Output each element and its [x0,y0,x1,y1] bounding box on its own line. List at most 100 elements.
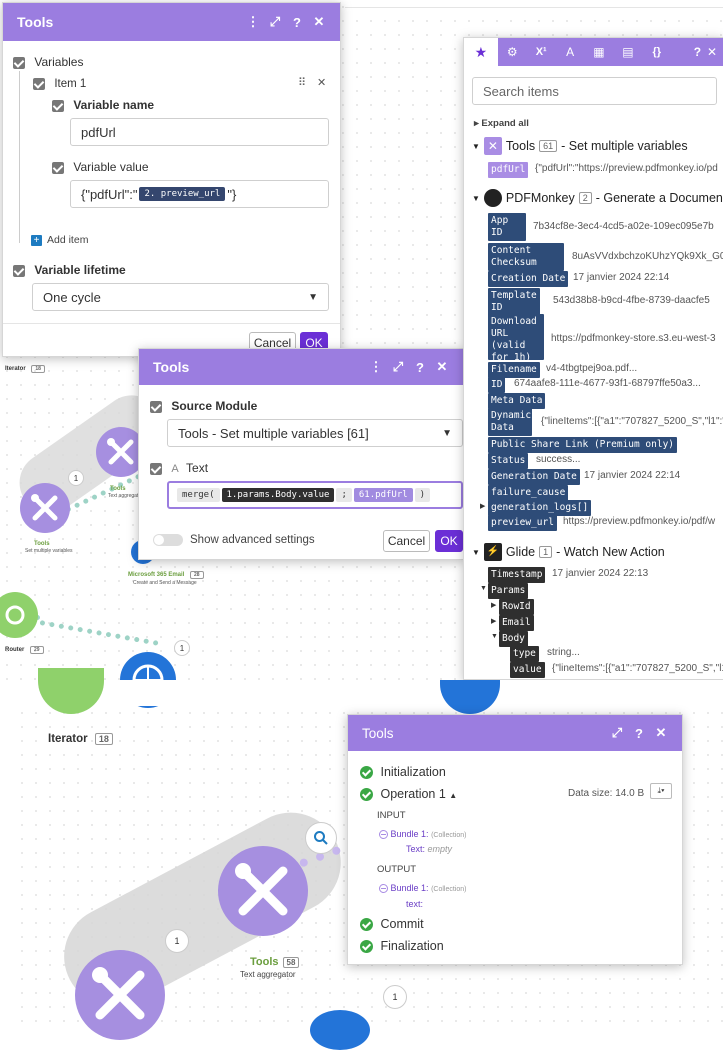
mapped-pill-preview-url[interactable]: 2. preview_url [139,187,226,201]
more-icon[interactable]: ⋮ [369,359,383,374]
router-node[interactable] [0,592,38,638]
var-name-input[interactable]: pdfUrl [70,118,329,146]
map-item-app-id[interactable]: App ID [488,213,526,241]
close-icon[interactable]: ✕ [436,359,448,374]
function-merge[interactable]: merge( [177,488,220,502]
map-item-params[interactable]: Params [488,583,529,599]
chevron-down-icon: ▼ [472,141,480,151]
tools-node-second[interactable] [75,950,165,1040]
text-input[interactable]: merge( 1.params.Body.value ; 61.pdfUrl ) [167,481,463,509]
map-item-value-key[interactable]: value [510,662,545,678]
step-commit[interactable]: Commit [360,917,424,932]
help-icon[interactable]: ? [293,14,301,30]
output-bundle[interactable]: Bundle 1: (Collection) [379,883,466,894]
search-input[interactable]: Search items [472,77,717,105]
expand-icon[interactable]: ⤢ [611,725,623,740]
tab-settings-gear[interactable]: ⚙ [506,45,518,59]
toggle-switch[interactable] [153,534,183,546]
step-operation[interactable]: Operation 1 ▲ [360,787,457,802]
step-finalization[interactable]: Finalization [360,939,444,954]
tab-array[interactable]: ▤ [622,45,634,59]
map-item-timestamp[interactable]: Timestamp [488,567,546,583]
add-item-button[interactable]: + Add item [31,234,88,246]
tab-favorites[interactable]: ★ [464,38,498,66]
var-value-input[interactable]: {"pdfUrl":" 2. preview_url "} [70,180,329,208]
expand-icon[interactable]: ⤢ [392,359,404,374]
help-icon[interactable]: ? [635,725,643,741]
map-item-rowid[interactable]: RowId [499,599,534,615]
map-item-preview-url[interactable]: preview_url [488,515,557,531]
map-item-content-checksum[interactable]: Content Checksum [488,243,564,271]
more-icon[interactable]: ⋮ [246,14,260,29]
lifetime-value: One cycle [43,289,101,305]
collapse-icon[interactable] [379,830,388,840]
help-icon[interactable]: ? [416,359,424,375]
tools-node-set-variables[interactable] [20,483,70,533]
item-checkbox[interactable] [33,77,45,90]
ok-button[interactable]: OK [435,530,463,552]
tools-node-text-aggregator[interactable] [218,846,308,936]
search-bubble[interactable] [305,822,337,854]
collection-type: (Collection) [431,832,467,839]
variables-checkbox[interactable] [13,56,25,69]
tab-math[interactable]: X¹ [535,46,547,58]
module-glide[interactable]: ▼ ⚡ Glide 1 - Watch New Action [472,543,665,561]
module-pdfmonkey[interactable]: ▼ PDFMonkey 2 - Generate a Document [472,189,723,207]
map-item-id[interactable]: ID [488,377,506,393]
source-module-select[interactable]: Tools - Set multiple variables [61] ▼ [167,419,463,447]
input-bundle[interactable]: Bundle 1: (Collection) [379,829,467,840]
map-item-download-url[interactable]: Download URL (valid for 1h) [488,314,544,360]
close-icon[interactable]: ✕ [313,14,325,29]
source-module-checkbox[interactable] [150,400,162,413]
mapped-pill-body-value[interactable]: 1.params.Body.value [221,488,335,502]
text-checkbox[interactable] [150,462,162,475]
var-name-checkbox[interactable] [52,99,64,112]
close-icon[interactable]: ✕ [707,45,718,59]
map-item-failure-cause[interactable]: failure_cause [488,485,569,501]
map-item-dynamic-data[interactable]: Dynamic Data [488,408,532,436]
dialog-header: Tools ⋮ ⤢ ? ✕ [139,349,463,385]
map-item-email[interactable]: Email [499,615,534,631]
tab-json[interactable]: {} [652,46,662,58]
advanced-toggle[interactable]: Show advanced settings [153,534,315,546]
map-item-generation-date[interactable]: Generation Date [488,469,580,485]
tools-node-text-aggregator[interactable] [96,427,146,477]
map-item-filename[interactable]: Filename [488,362,540,378]
lifetime-select[interactable]: One cycle ▼ [32,283,329,311]
map-item-meta-data[interactable]: Meta Data [488,393,546,409]
var-value-prefix: {"pdfUrl":" [81,186,138,202]
map-item-value: {"pdfUrl":"https://preview.pdfmonkey.io/… [535,163,718,174]
map-item-template-id[interactable]: Template ID [488,288,540,316]
blue-node-bottom[interactable] [310,1010,370,1050]
map-item-pdfurl[interactable]: pdfUrl [488,162,529,178]
map-item-public-share-link[interactable]: Public Share Link (Premium only) [488,437,678,453]
expand-all-link[interactable]: ▸ Expand all [474,118,529,129]
module-tools[interactable]: ▼ ✕ Tools 61 - Set multiple variables [472,137,688,155]
wrench-screwdriver-icon [235,863,288,916]
close-icon[interactable]: ✕ [655,725,667,740]
tab-text[interactable]: A [566,45,575,59]
map-item-value: string... [547,647,580,658]
expand-icon[interactable]: ⤢ [269,14,281,29]
tab-date[interactable]: ▦ [593,45,605,59]
collapse-icon[interactable] [379,884,388,894]
mapped-pill-pdfurl[interactable]: 61.pdfUrl [353,488,413,502]
close-paren-pill[interactable]: ) [414,488,431,502]
cancel-button[interactable]: Cancel [383,530,430,552]
var-name-row: Variable name [52,98,154,112]
field-key: Text: [406,844,426,854]
map-item-status[interactable]: Status [488,453,529,469]
map-item-creation-date[interactable]: Creation Date [488,271,569,287]
map-item-generation-logs[interactable]: generation_logs[] [488,500,592,516]
lifetime-checkbox[interactable] [13,264,25,277]
drag-handle-icon[interactable]: ⠿ [298,77,307,89]
download-button[interactable]: ⤓▾ [650,783,672,799]
step-initialization[interactable]: Initialization [360,765,446,780]
remove-item-icon[interactable]: ✕ [317,77,327,89]
help-icon[interactable]: ? [693,45,702,59]
var-value-checkbox[interactable] [52,161,64,174]
map-item-type[interactable]: type [510,646,539,662]
map-item-body[interactable]: Body [499,631,528,647]
separator-pill[interactable]: ; [336,488,352,502]
